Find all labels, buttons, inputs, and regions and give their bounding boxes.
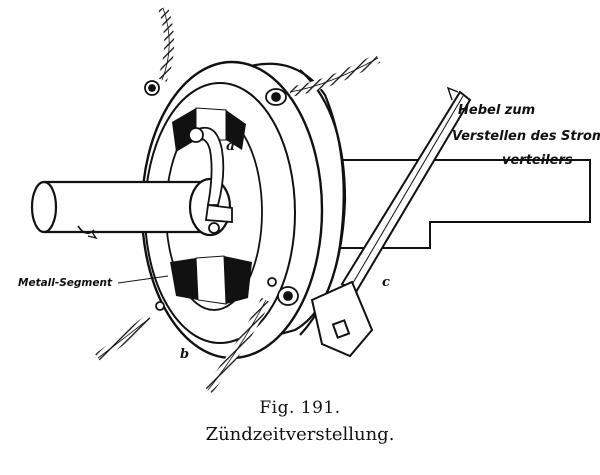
label-b: b <box>180 347 189 362</box>
figure-number: Fig. 191. <box>259 398 341 418</box>
rear-shaft <box>323 159 591 249</box>
adjusting-lever <box>310 86 472 358</box>
segment-pointer-line <box>117 275 169 284</box>
drive-shaft <box>30 177 232 240</box>
label-a: a <box>226 138 235 154</box>
lever-label-line1: Hebel zum <box>458 103 535 118</box>
terminals <box>144 80 299 311</box>
figure-caption: Zündzeitverstellung. <box>205 424 395 445</box>
cables <box>94 6 381 394</box>
label-metal-segment: Metall-Segment <box>18 277 113 289</box>
metal-segments <box>170 107 252 305</box>
label-c: c <box>382 275 390 290</box>
lever-label-line2: Verstellen des Strom- <box>452 129 600 144</box>
rotor-arm <box>188 126 233 234</box>
lever-label-line3: verteilers <box>502 153 573 168</box>
